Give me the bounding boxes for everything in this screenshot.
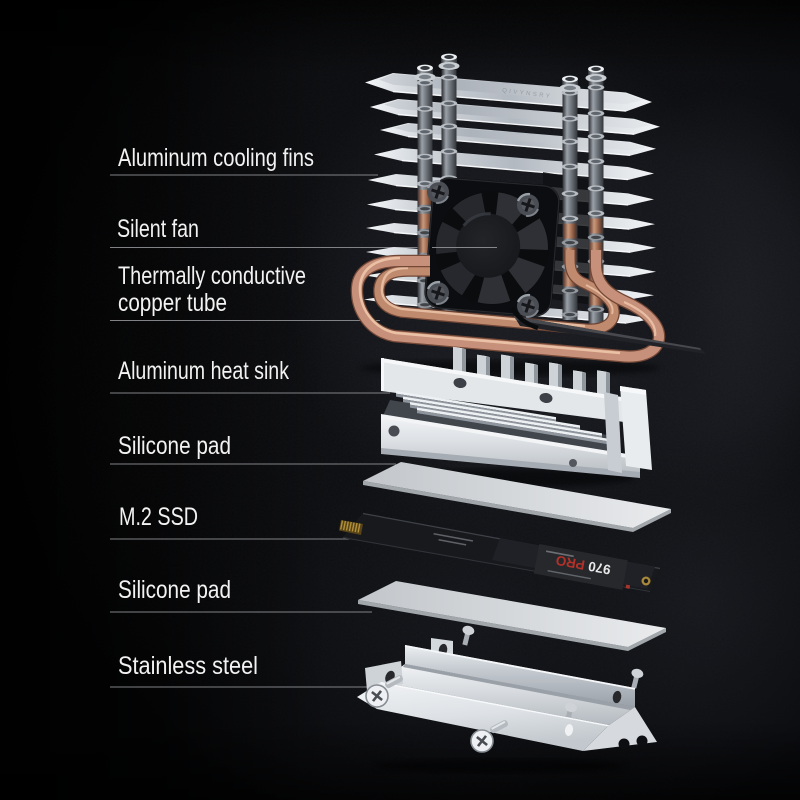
svg-text:Silicone pad: Silicone pad	[118, 432, 231, 460]
svg-text:Silicone pad: Silicone pad	[118, 576, 231, 604]
svg-text:Aluminum heat sink: Aluminum heat sink	[118, 357, 289, 385]
svg-text:Thermally conductive: Thermally conductive	[118, 262, 306, 290]
svg-text:Aluminum cooling fins: Aluminum cooling fins	[118, 144, 314, 172]
svg-text:M.2 SSD: M.2 SSD	[119, 503, 198, 531]
svg-text:Silent fan: Silent fan	[117, 215, 199, 243]
svg-text:Stainless steel: Stainless steel	[118, 652, 258, 680]
svg-text:copper tube: copper tube	[118, 289, 227, 317]
svg-text:QIVYNSRY: QIVYNSRY	[502, 88, 550, 100]
svg-text:970 PRO: 970 PRO	[555, 552, 612, 577]
